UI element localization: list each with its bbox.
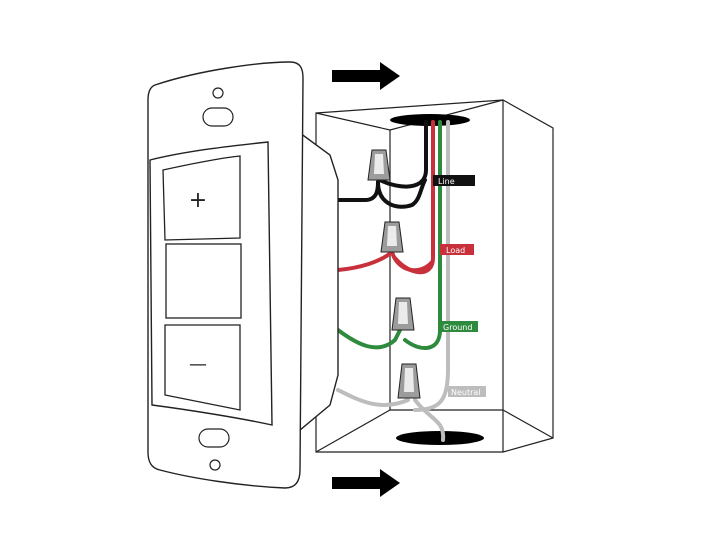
arrow-top bbox=[332, 62, 400, 90]
load-wire-switch bbox=[336, 250, 394, 272]
wire-nut-ground bbox=[391, 297, 415, 331]
load-wire-loop bbox=[390, 250, 434, 273]
label-ground: Ground bbox=[440, 321, 478, 332]
ground-wire-feed bbox=[403, 120, 442, 350]
label-load: Load bbox=[440, 244, 474, 255]
top-knockout-hole bbox=[390, 114, 470, 126]
label-load-text: Load bbox=[446, 246, 465, 255]
wire-nut-line bbox=[367, 149, 391, 181]
plate-slot-top bbox=[202, 107, 234, 127]
toggle-button[interactable] bbox=[165, 243, 242, 319]
minus-icon: — bbox=[189, 354, 207, 375]
dimmer-down-button[interactable]: — bbox=[164, 324, 241, 411]
switch-front: + — bbox=[149, 141, 273, 426]
line-wire-loop bbox=[376, 178, 427, 209]
plate-screw-top bbox=[212, 87, 224, 99]
label-line-text: Line bbox=[438, 177, 455, 186]
label-neutral: Neutral bbox=[448, 386, 486, 397]
plus-icon: + bbox=[189, 188, 207, 213]
ground-wire-switch bbox=[336, 328, 402, 350]
label-neutral-text: Neutral bbox=[451, 388, 481, 397]
wire-nut-neutral bbox=[397, 363, 421, 399]
plate-slot-bottom bbox=[198, 428, 230, 448]
neutral-wire-exit bbox=[413, 398, 446, 442]
dimmer-up-button[interactable]: + bbox=[162, 155, 241, 241]
label-ground-text: Ground bbox=[443, 323, 472, 332]
bottom-knockout-hole bbox=[396, 431, 484, 445]
plate-screw-bottom bbox=[209, 459, 221, 471]
line-wire-feed bbox=[378, 120, 428, 189]
label-line: Line bbox=[433, 175, 475, 186]
arrow-bottom bbox=[332, 469, 400, 497]
neutral-wire-switch bbox=[336, 388, 410, 407]
wire-nut-load bbox=[380, 221, 404, 253]
